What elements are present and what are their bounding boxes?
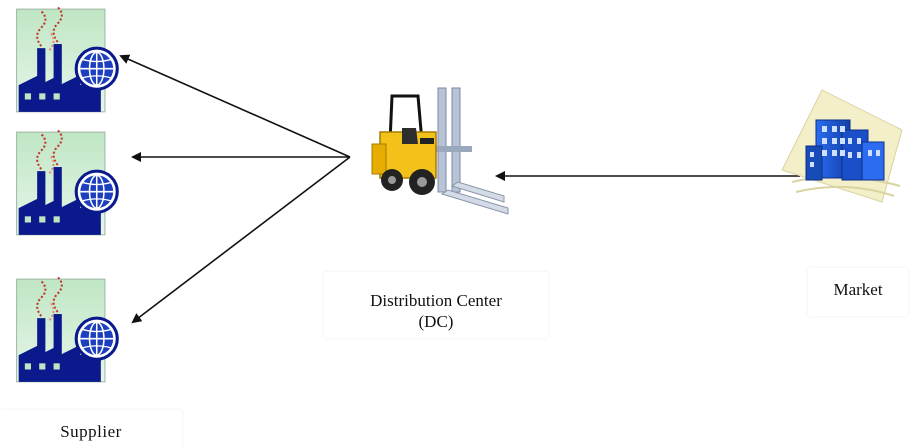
dc-label-box bbox=[324, 272, 548, 338]
dc-label-line2: (DC) bbox=[418, 312, 454, 331]
market-label: Market bbox=[833, 280, 883, 299]
forklift-icon bbox=[371, 87, 509, 215]
arrow-dc-to-supplier-1 bbox=[119, 54, 351, 158]
arrow-dc-to-supplier-3 bbox=[131, 156, 351, 324]
supplier-2-icon bbox=[14, 128, 119, 237]
dc-label-line1: Distribution Center bbox=[370, 291, 502, 310]
supplier-3-icon bbox=[14, 275, 119, 384]
supplier-1-icon bbox=[14, 5, 119, 114]
market-icon bbox=[781, 89, 903, 203]
supplier-label-box bbox=[0, 410, 182, 448]
market-label-box bbox=[808, 268, 908, 316]
supplier-label: Supplier bbox=[60, 422, 122, 441]
dc-label: Distribution Center (DC) bbox=[324, 290, 548, 332]
